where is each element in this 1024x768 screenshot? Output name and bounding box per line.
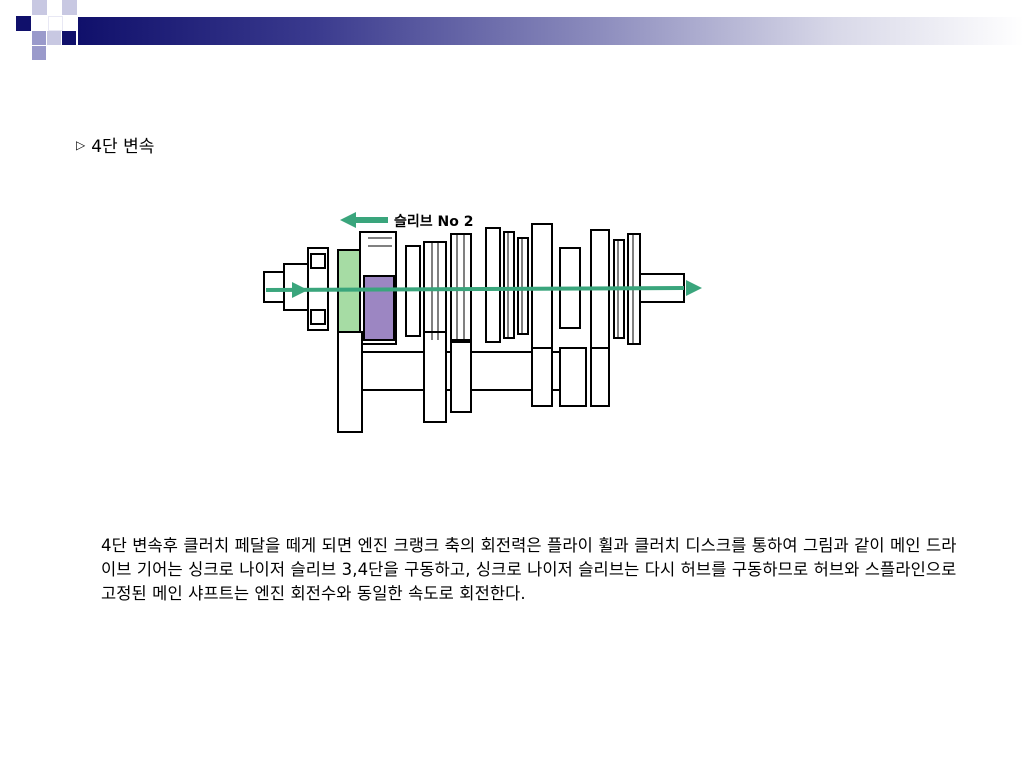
header-square — [32, 46, 46, 60]
header-square — [32, 31, 46, 45]
heading-text: 4단 변속 — [91, 137, 155, 157]
header-gradient-bar — [78, 17, 1024, 45]
header-square — [47, 31, 61, 45]
bearing-ball — [310, 309, 326, 325]
gear-3 — [450, 233, 472, 341]
gear — [485, 227, 501, 343]
header-square — [16, 16, 31, 31]
counter-gear — [337, 331, 363, 433]
slide-heading: ▷ 4단 변속 — [76, 132, 154, 157]
body-paragraph: 4단 변속후 클러치 페달을 떼게 되면 엔진 크랭크 축의 회전력은 플라이 … — [101, 536, 957, 603]
bullet-triangle-icon: ▷ — [76, 137, 86, 152]
gear — [517, 237, 529, 335]
transmission-diagram-svg: 슬리브 No 2 — [263, 212, 702, 433]
counter-gear — [531, 347, 553, 407]
header-decoration — [0, 0, 1024, 60]
header-square — [48, 16, 63, 31]
counter-bearing — [559, 347, 587, 407]
power-flow-arrow — [265, 280, 702, 298]
transmission-diagram: 슬리브 No 2 — [256, 202, 706, 442]
counter-gear — [450, 341, 472, 413]
bearing-ball — [310, 253, 326, 269]
header-square — [32, 0, 47, 15]
counter-gear — [590, 347, 610, 407]
gear — [503, 231, 515, 339]
synchro-sleeve — [363, 275, 395, 341]
counter-gear — [423, 331, 447, 423]
header-square — [62, 0, 77, 15]
sleeve-label: 슬리브 No 2 — [394, 214, 473, 230]
gear-2 — [531, 223, 553, 349]
sleeve-direction-arrow — [340, 212, 388, 228]
header-square — [62, 31, 76, 45]
